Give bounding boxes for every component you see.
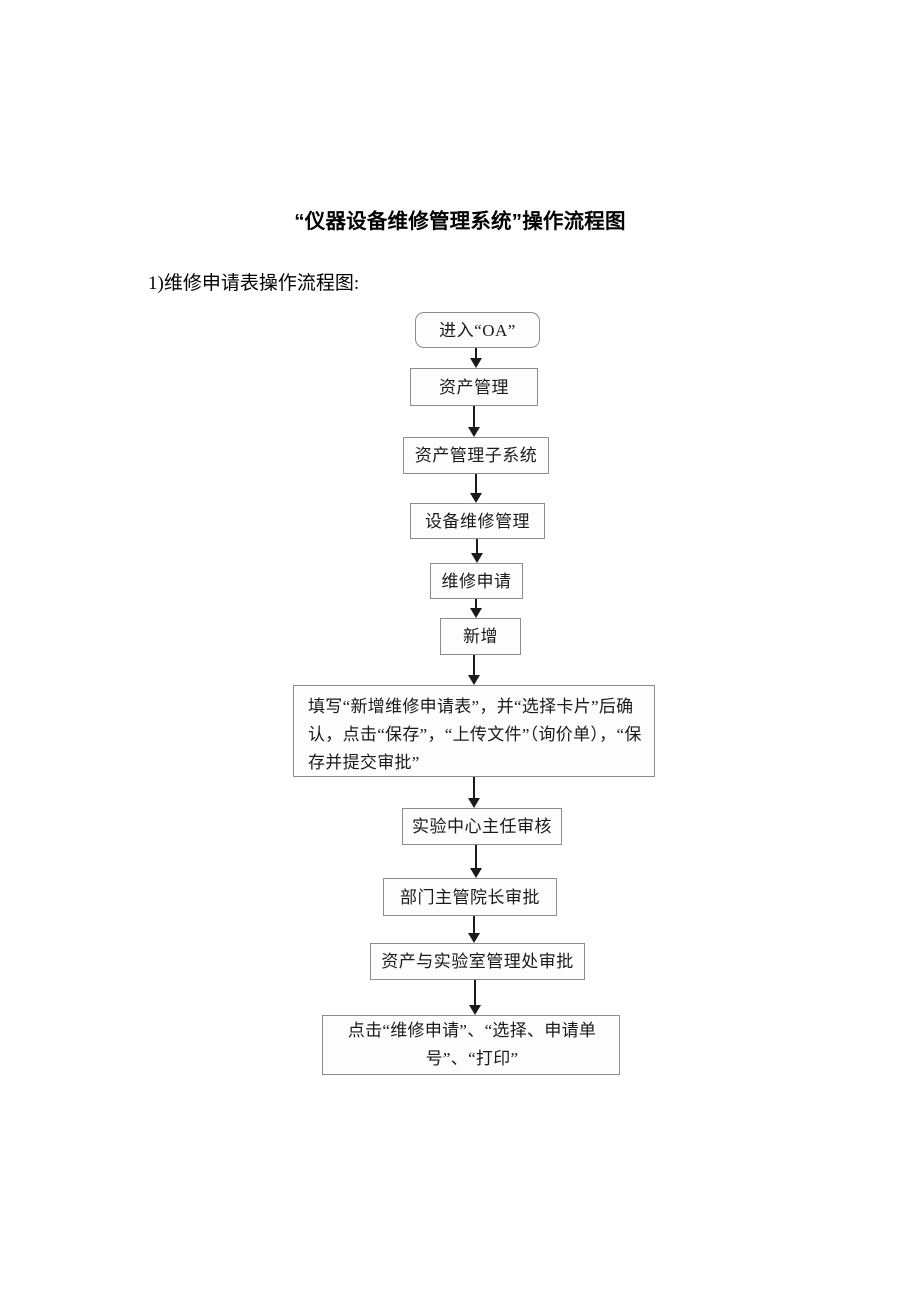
flow-node-label: 填写“新增维修申请表”，并“选择卡片”后确认，点击“保存”，“上传文件”（询价单… xyxy=(308,697,642,772)
flow-connector-4 xyxy=(471,539,484,563)
page-title: “仪器设备维修管理系统”操作流程图 xyxy=(294,210,626,233)
flow-node-label: 资产与实验室管理处审批 xyxy=(381,952,574,971)
flow-node-label: 维修申请 xyxy=(441,571,512,591)
flow-connector-10 xyxy=(469,980,482,1015)
flow-node-label: 实验中心主任审核 xyxy=(412,817,552,836)
flow-node-enter-oa: 进入“OA” xyxy=(415,312,540,348)
flow-node-print-application: 点击“维修申请”、“选择、申请单号”、“打印” xyxy=(322,1015,620,1075)
section-label: 1)维修申请表操作流程图: xyxy=(148,273,360,294)
flow-node-label: 点击“维修申请”、“选择、申请单号”、“打印” xyxy=(347,1020,597,1068)
flow-node-lab-center-director-review: 实验中心主任审核 xyxy=(402,808,562,845)
flow-node-add-new: 新增 xyxy=(440,618,521,655)
flow-connector-9 xyxy=(468,916,481,943)
flow-node-asset-lab-office-approval: 资产与实验室管理处审批 xyxy=(370,943,585,980)
flow-node-equipment-repair-management: 设备维修管理 xyxy=(410,503,545,539)
flow-connector-1 xyxy=(470,348,483,368)
flow-connector-6 xyxy=(468,655,481,685)
flow-node-repair-application: 维修申请 xyxy=(430,563,523,599)
flow-connector-2 xyxy=(468,406,481,437)
flow-node-department-dean-approval: 部门主管院长审批 xyxy=(383,878,557,916)
flow-connector-3 xyxy=(470,474,483,503)
flow-node-label: 设备维修管理 xyxy=(425,511,530,531)
flow-node-label: 进入“OA” xyxy=(439,320,516,340)
flow-node-label: 部门主管院长审批 xyxy=(400,887,540,907)
flow-connector-5 xyxy=(470,599,483,618)
flow-node-label: 新增 xyxy=(463,627,498,646)
flow-connector-7 xyxy=(468,777,481,808)
flow-node-fill-application-form: 填写“新增维修申请表”，并“选择卡片”后确认，点击“保存”，“上传文件”（询价单… xyxy=(293,685,655,777)
flow-node-label: 资产管理子系统 xyxy=(414,446,538,465)
flow-node-asset-management: 资产管理 xyxy=(410,368,538,406)
flow-node-asset-subsystem: 资产管理子系统 xyxy=(403,437,549,474)
flow-connector-8 xyxy=(470,845,483,878)
flow-node-label: 资产管理 xyxy=(439,377,509,397)
